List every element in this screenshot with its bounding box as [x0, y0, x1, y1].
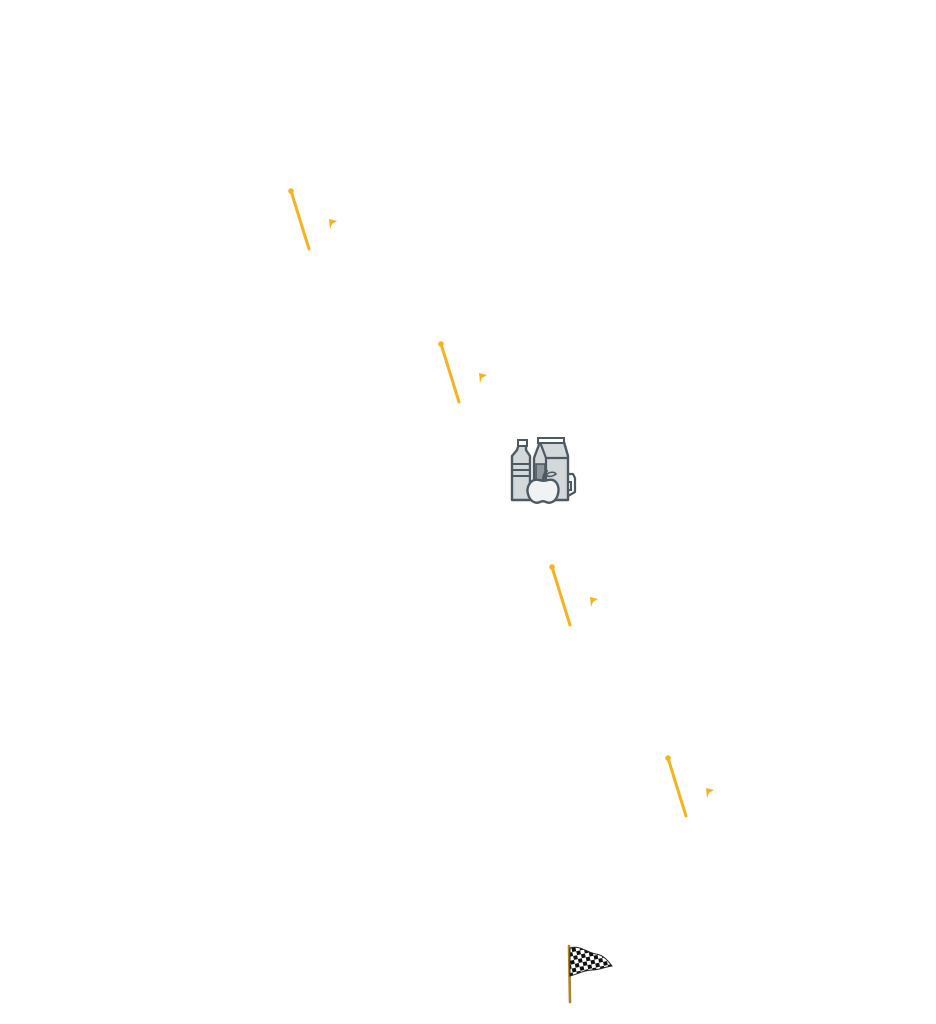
flag-pin-marker-icon: [549, 564, 598, 627]
flag-pin-marker-icon: [288, 188, 337, 251]
flag-pin-marker-icon: [438, 341, 487, 404]
flag-pin-marker-icon: [665, 755, 714, 818]
checkered-flag-icon[interactable]: [562, 942, 618, 1006]
groceries-icon[interactable]: [506, 434, 584, 508]
